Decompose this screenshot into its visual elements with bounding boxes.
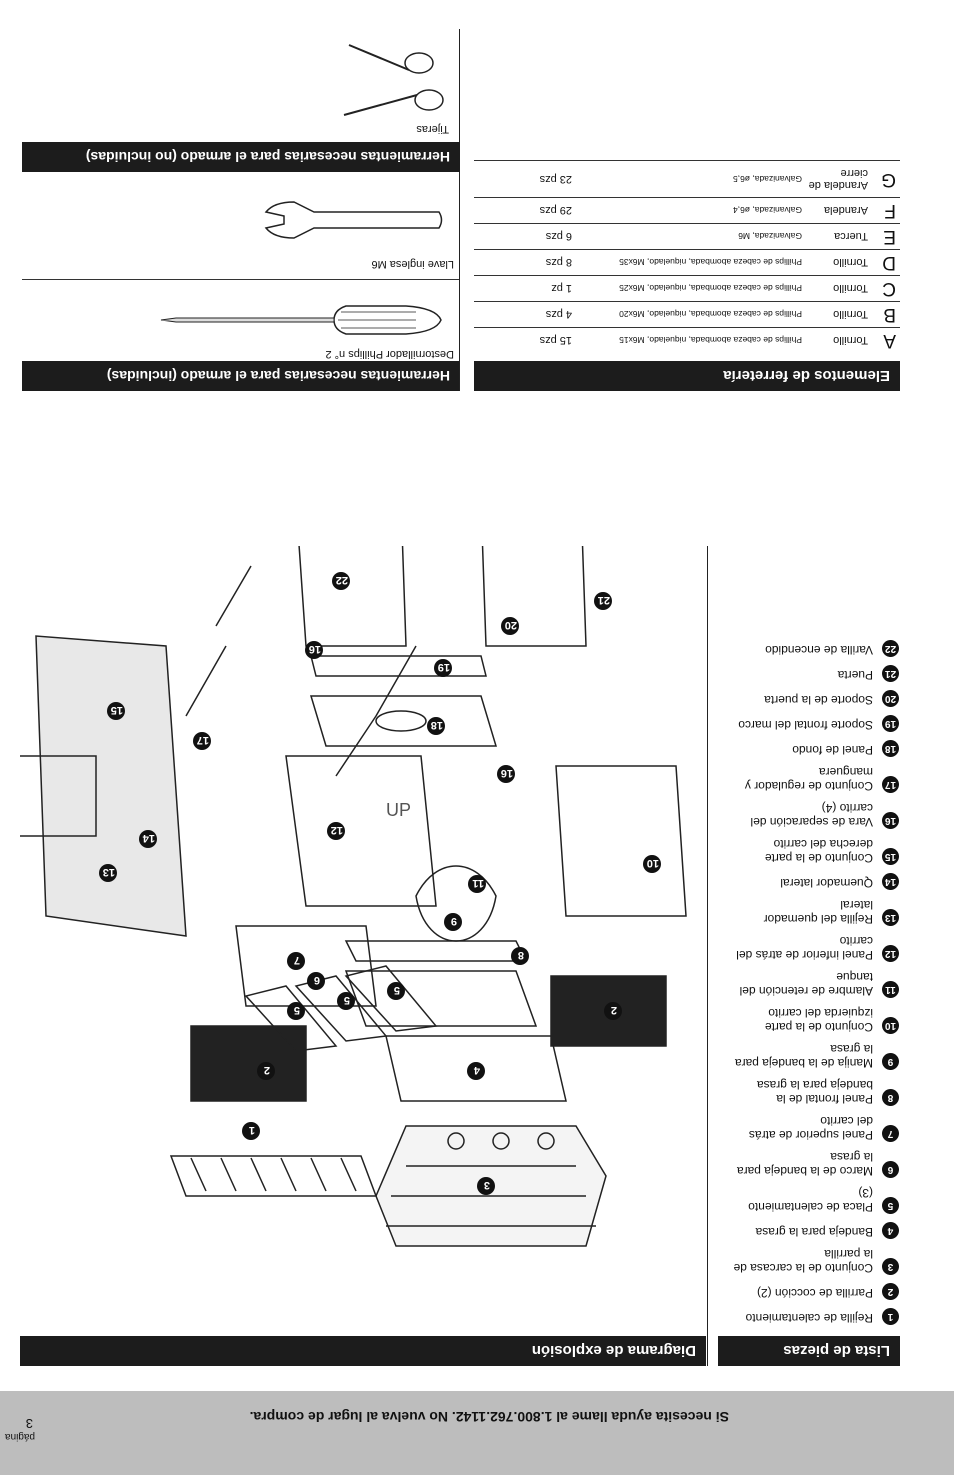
svg-text:2: 2 — [611, 1004, 617, 1016]
exploded-diagram-art: UP 1 2 2 3 4 5 5 5 6 7 8 9 10 11 12 13 1… — [15, 500, 687, 1247]
svg-text:5: 5 — [294, 1004, 300, 1016]
svg-text:14: 14 — [142, 832, 155, 844]
svg-text:17: 17 — [197, 734, 209, 746]
svg-text:7: 7 — [294, 954, 300, 966]
screwdriver-icon — [156, 295, 446, 340]
svg-text:20: 20 — [505, 619, 517, 631]
parts-list-header: Lista de piezas — [718, 1336, 900, 1366]
svg-text:6: 6 — [314, 974, 320, 986]
tools-vrule — [459, 29, 460, 391]
parts-divider — [707, 546, 708, 1366]
diagram-header: Diagrama de explosión — [20, 1336, 706, 1366]
tools-not-included-header: Herramientas necesarias para el armado (… — [22, 142, 460, 172]
tool-wrench-label: Llave inglesa M6 — [371, 258, 454, 270]
callouts: 1 2 2 3 4 5 5 5 6 7 8 9 10 11 12 13 14 1… — [99, 572, 661, 1195]
svg-text:9: 9 — [451, 915, 457, 927]
svg-text:21: 21 — [598, 594, 610, 606]
footer-band: Si necesita ayuda llame al 1.800.762.114… — [0, 1391, 954, 1475]
svg-text:19: 19 — [438, 661, 450, 673]
svg-text:5: 5 — [344, 994, 350, 1006]
wrench-icon — [264, 185, 444, 250]
scissors-icon — [339, 30, 449, 125]
svg-text:11: 11 — [472, 877, 484, 889]
svg-text:16: 16 — [501, 767, 513, 779]
svg-text:4: 4 — [473, 1064, 480, 1076]
svg-text:5: 5 — [394, 984, 400, 996]
svg-text:8: 8 — [518, 949, 524, 961]
svg-text:3: 3 — [484, 1179, 490, 1191]
exploded-diagram: UP 1 2 2 3 4 5 5 5 6 7 8 9 10 11 12 13 1… — [15, 500, 706, 1336]
svg-text:1: 1 — [249, 1124, 255, 1136]
up-mark: UP — [386, 800, 411, 820]
svg-text:22: 22 — [336, 574, 348, 586]
svg-text:2: 2 — [264, 1064, 270, 1076]
svg-text:15: 15 — [111, 704, 123, 716]
svg-text:18: 18 — [431, 719, 443, 731]
page-label: página — [4, 1431, 35, 1442]
page-number: 3 — [25, 1416, 33, 1431]
svg-text:13: 13 — [103, 866, 115, 878]
svg-text:10: 10 — [647, 857, 659, 869]
help-line: Si necesita ayuda llame al 1.800.762.114… — [249, 1409, 729, 1425]
tools-included-header: Herramientas necesarias para el armado (… — [22, 361, 460, 391]
svg-text:12: 12 — [331, 824, 343, 836]
svg-text:16: 16 — [309, 643, 321, 655]
tool-scissors-label: Tijeras — [416, 123, 449, 135]
tools-divider — [22, 279, 460, 280]
hardware-header: Elementos de ferretería — [474, 361, 900, 391]
tool-screwdriver-label: Destornillador Phillips n° 2 — [325, 348, 454, 360]
